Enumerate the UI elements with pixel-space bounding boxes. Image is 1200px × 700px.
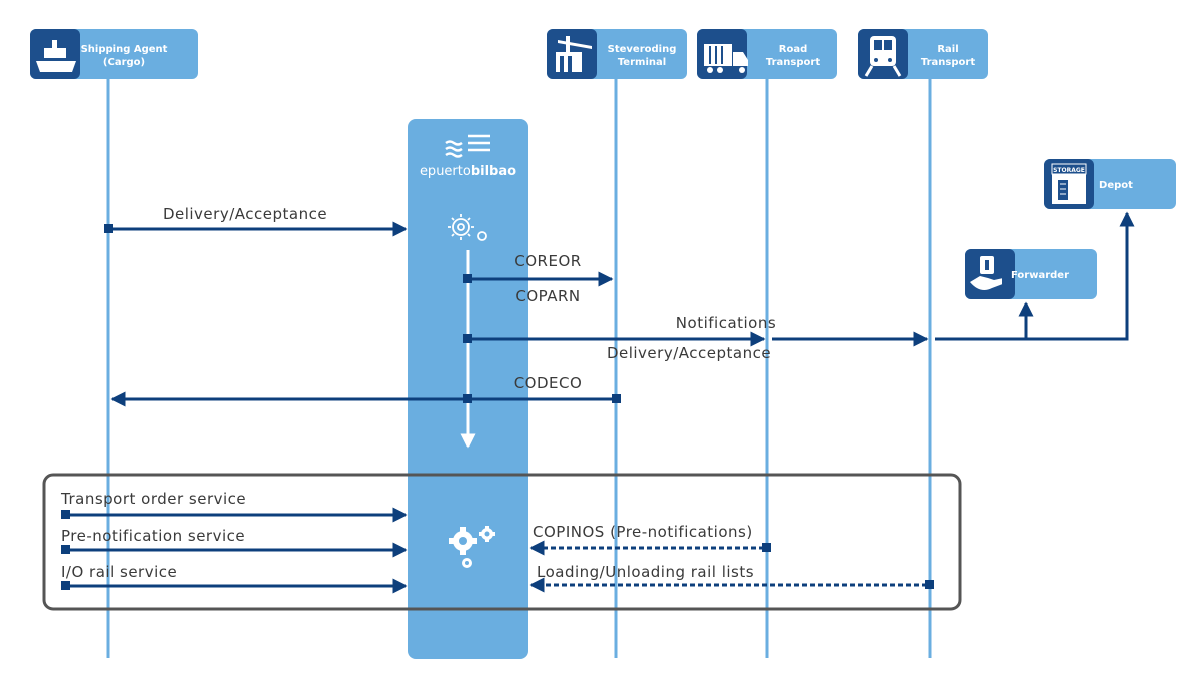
storage-icon-text: STORAGE — [1053, 167, 1085, 174]
actor-label: Forwarder — [1011, 270, 1069, 281]
actor-label-line2: (Cargo) — [103, 57, 145, 68]
actor-label-line2: Transport — [766, 57, 820, 68]
service-transport-order: Transport order service — [60, 490, 246, 508]
actor-label-line1: Shipping Agent — [81, 44, 168, 55]
message-coreor: COREOR — [514, 252, 581, 270]
message-delivery-acceptance-2: Delivery/Acceptance — [607, 344, 771, 362]
services-frame — [42, 473, 962, 611]
message-delivery-acceptance-1: Delivery/Acceptance — [163, 205, 327, 223]
message-loading-unloading: Loading/Unloading rail lists — [537, 563, 754, 581]
service-pre-notification: Pre-notification service — [61, 527, 245, 545]
message-codeco: CODECO — [514, 374, 583, 392]
message-notifications: Notifications — [676, 314, 776, 332]
actor-label: Depot — [1099, 180, 1133, 191]
ship-icon — [36, 40, 76, 72]
truck-icon — [704, 44, 748, 73]
actor-label-line1: Rail — [937, 44, 958, 55]
actor-shipping-agent: Shipping Agent (Cargo) — [30, 29, 198, 79]
actor-label-line1: Road — [779, 44, 807, 55]
terminal-crane-icon — [556, 36, 592, 72]
actor-forwarder: Forwarder — [965, 249, 1097, 299]
actor-depot: STORAGE Depot — [1044, 159, 1176, 209]
actor-rail-transport: Rail Transport — [858, 29, 988, 79]
arrow-to-depot — [935, 211, 1135, 341]
actor-label-line1: Steveroding — [608, 44, 677, 55]
storage-icon: STORAGE — [1051, 163, 1087, 204]
forwarder-hand-icon — [970, 256, 1010, 290]
actor-label-line2: Transport — [921, 57, 975, 68]
actor-label-line2: Terminal — [618, 57, 666, 68]
gears-icon — [448, 214, 487, 241]
train-icon — [864, 36, 902, 77]
waves-logo-icon — [445, 134, 490, 158]
message-copinos: COPINOS (Pre-notifications) — [533, 523, 753, 541]
actor-steveroding-terminal: Steveroding Terminal — [547, 29, 687, 79]
platform-brand: epuertobilbao — [420, 164, 516, 179]
message-coparn: COPARN — [515, 287, 580, 305]
actor-road-transport: Road Transport — [697, 29, 837, 79]
service-io-rail: I/O rail service — [61, 563, 177, 581]
